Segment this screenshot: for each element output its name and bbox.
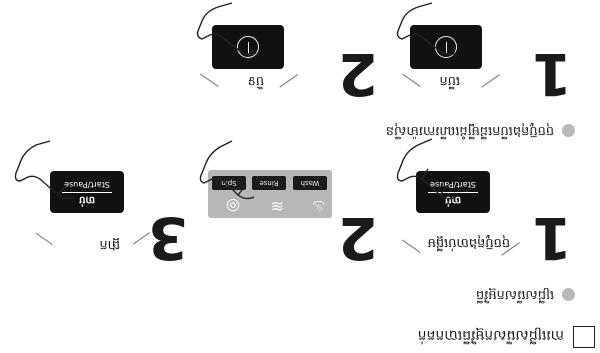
step-caption: បិទ — [247, 73, 264, 88]
step-number: 2 — [337, 40, 378, 108]
step-caption: ផ្អាក — [99, 237, 120, 252]
page-heading: ការជ្រើសរើសកម្មវិធីបោកគក់ — [417, 327, 564, 343]
ray-line — [481, 74, 500, 88]
program-bullet-text: ជ្រើសរើសកម្មវិធី — [475, 287, 554, 302]
rinse-icon: ≋ — [270, 197, 284, 216]
step-number: 2 — [337, 204, 378, 272]
bullet-icon — [562, 288, 575, 301]
step-number: 1 — [531, 204, 572, 272]
wash-button[interactable]: Wash — [293, 176, 327, 190]
pointing-hand-icon — [196, 2, 257, 56]
pointing-hand-icon — [396, 138, 457, 200]
wash-tub-icon: ♨ — [311, 197, 326, 216]
step-caption: បើក — [439, 73, 460, 88]
ray-line — [35, 232, 53, 245]
step-number: 1 — [531, 40, 572, 108]
ray-line — [401, 73, 421, 87]
bullet-icon — [562, 124, 575, 137]
ray-line — [279, 74, 298, 88]
pointing-hand-icon — [396, 2, 457, 56]
turnon-bullet-text: ចុចប៊ូតុងបើកដើម្បីដំណើរការម៉ាស៊ីន — [385, 123, 554, 138]
checkbox-icon[interactable] — [573, 326, 595, 348]
ray-line — [199, 73, 219, 87]
pointing-hand-icon — [14, 140, 75, 200]
pointing-hand-icon — [199, 140, 255, 200]
ray-line — [401, 239, 421, 253]
step-number: 3 — [147, 204, 188, 272]
step-caption: ចុចប៊ូតុងចាប់ផ្តើម — [427, 235, 510, 250]
